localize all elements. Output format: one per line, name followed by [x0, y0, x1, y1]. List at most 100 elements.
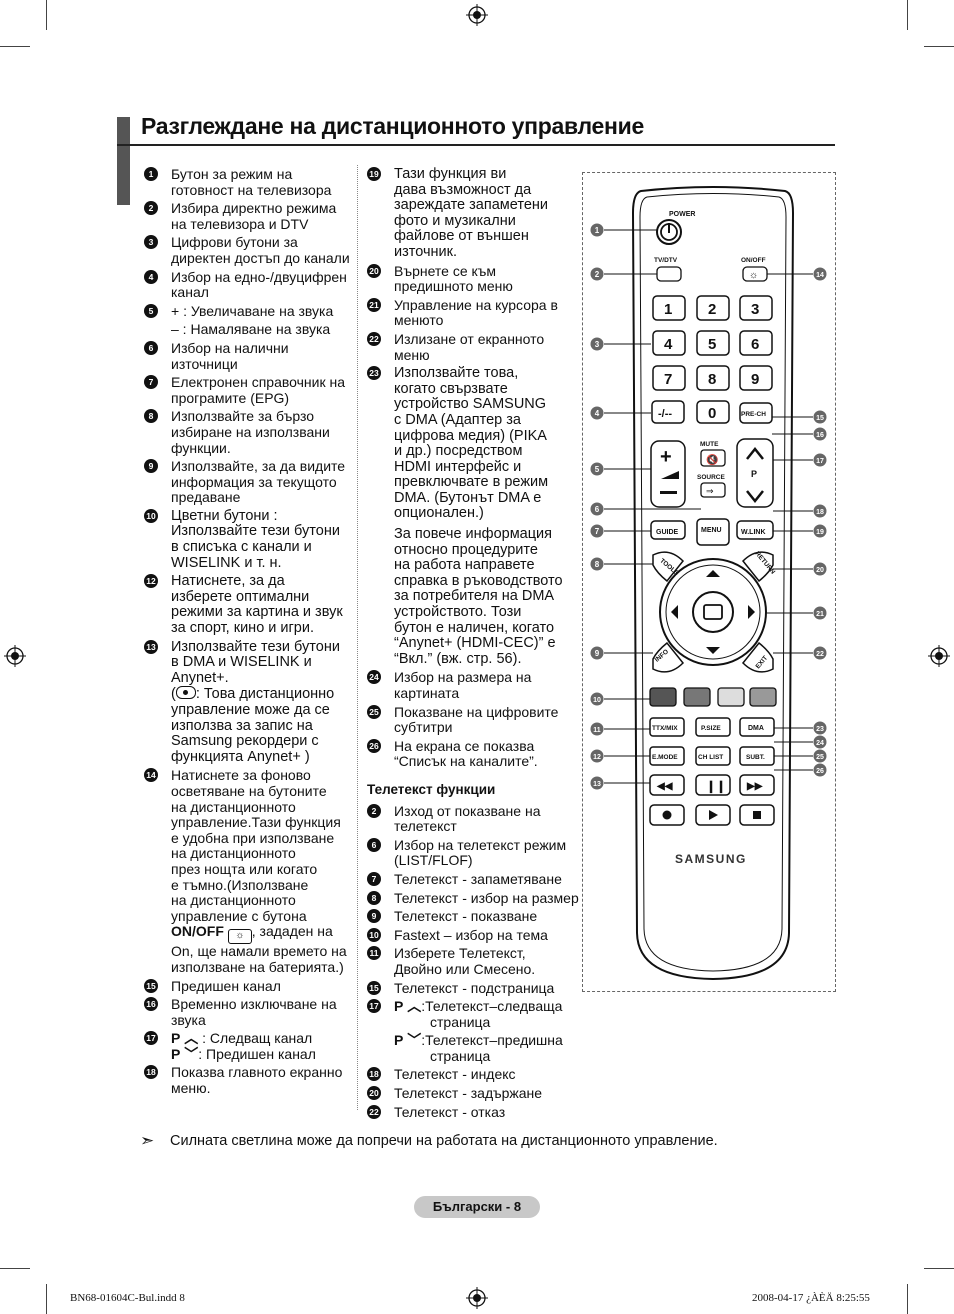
item-number-badge: 13	[144, 639, 158, 654]
yellow-button[interactable]	[717, 687, 745, 707]
psize-button[interactable]	[695, 717, 731, 737]
ttx-mix-button[interactable]	[649, 717, 685, 737]
item-number-badge: 22	[367, 1104, 381, 1119]
channel-rocker[interactable]	[736, 438, 774, 508]
green-button[interactable]	[683, 687, 711, 707]
item-line: Бутон за режим на	[171, 166, 293, 182]
volume-rocker[interactable]	[650, 440, 686, 508]
item-line: Показване на цифровите	[394, 703, 559, 720]
wlink-button[interactable]	[736, 520, 774, 540]
item-number-badge: 20	[367, 1086, 381, 1101]
item-line: телетекст	[394, 818, 457, 835]
item-number-badge: 2	[367, 803, 381, 818]
digit-button[interactable]	[696, 295, 730, 321]
guide-button[interactable]	[650, 520, 686, 540]
callout-marker	[813, 562, 827, 576]
item-line: DMA. (Бутонът DMA е	[394, 489, 542, 506]
item-line: меню	[394, 346, 430, 363]
teletext-heading: Телетекст функции	[367, 781, 496, 797]
return-button[interactable]	[741, 551, 774, 583]
callout-label: 11	[593, 727, 601, 734]
callout-marker	[590, 692, 604, 706]
callout-marker	[590, 646, 604, 660]
pause-button[interactable]	[695, 774, 731, 796]
item-number-badge: 19	[367, 167, 381, 181]
digit-button[interactable]	[652, 330, 686, 356]
item-line: Телетекст - показване	[394, 908, 538, 925]
item-line: програмите (EPG)	[171, 389, 290, 406]
enter-button[interactable]	[692, 591, 734, 633]
item-line: предаване	[171, 489, 241, 506]
item-number-badge: 15	[367, 980, 381, 995]
item-line: Избор на телетекст режим	[394, 836, 567, 853]
svg-text:PRE-CH: PRE-CH	[741, 411, 766, 418]
digit-button[interactable]	[652, 295, 686, 321]
zero-button[interactable]	[696, 400, 730, 424]
digit-button[interactable]	[739, 330, 773, 356]
item-line: HDMI интерфейс и	[394, 458, 522, 475]
svg-text:P: P	[751, 469, 757, 479]
callout-label: 6	[595, 505, 600, 514]
tvdtv-button[interactable]	[656, 266, 682, 282]
mute-button[interactable]	[700, 449, 726, 467]
item-line: устройство SAMSUNG	[394, 396, 547, 413]
callout-marker	[813, 427, 827, 441]
chevron-up-icon: ︿	[184, 1030, 199, 1047]
digit-label: 2	[708, 301, 716, 318]
fastforward-button[interactable]	[739, 774, 775, 796]
item-line: Избор на размера на	[394, 669, 532, 686]
dma-button[interactable]	[739, 717, 775, 737]
prech-button[interactable]	[739, 402, 773, 424]
digit-button[interactable]	[739, 365, 773, 391]
digit-button[interactable]	[652, 365, 686, 391]
blue-button[interactable]	[749, 687, 777, 707]
callout-label: 4	[595, 409, 600, 418]
item-line: Натиснете за фоново	[171, 767, 311, 784]
title-accent-bar	[117, 117, 130, 205]
item-line: , зададен на	[251, 923, 333, 940]
callout-marker	[813, 721, 827, 735]
source-button[interactable]	[700, 482, 726, 498]
callout-label: 3	[595, 340, 600, 349]
registration-mark-icon	[4, 645, 26, 667]
digit-button[interactable]	[739, 295, 773, 321]
teletext-item-17: 17 P ︿:Телетекст–следваща страница P ﹀:Т…	[367, 998, 579, 1064]
item-line: + : Увеличаване на звука	[171, 302, 334, 319]
info-button[interactable]	[652, 641, 685, 673]
item-number-badge: 9	[144, 459, 158, 474]
svg-text:-/--: -/--	[658, 408, 672, 420]
item-line: “Anynet+ (HDMI-CEC)” е	[394, 635, 556, 652]
item-number-badge: 15	[144, 978, 158, 993]
item-line: през нощта или когато	[171, 860, 318, 877]
callout-label: 24	[816, 740, 824, 747]
item-number-badge: 16	[144, 997, 158, 1012]
item-line: с DMA (Адаптер за	[394, 411, 521, 428]
red-button[interactable]	[649, 687, 677, 707]
item-line: Върнете се към	[394, 262, 497, 279]
item-line: управление с бутона	[171, 907, 307, 924]
rewind-button[interactable]	[649, 774, 685, 796]
tools-button[interactable]	[652, 551, 685, 583]
item-line: Телетекст - отказ	[394, 1103, 506, 1120]
item-line: Цветни бутони :	[171, 507, 278, 524]
menu-button[interactable]	[696, 518, 730, 546]
item-line: на работа направете	[394, 557, 535, 574]
dash-button[interactable]	[651, 400, 685, 424]
chlist-button[interactable]	[695, 746, 731, 766]
exit-button[interactable]	[741, 641, 774, 673]
digit-button[interactable]	[696, 330, 730, 356]
registration-mark-icon	[466, 1287, 488, 1309]
nav-down-icon	[706, 647, 720, 654]
digit-button[interactable]	[696, 365, 730, 391]
